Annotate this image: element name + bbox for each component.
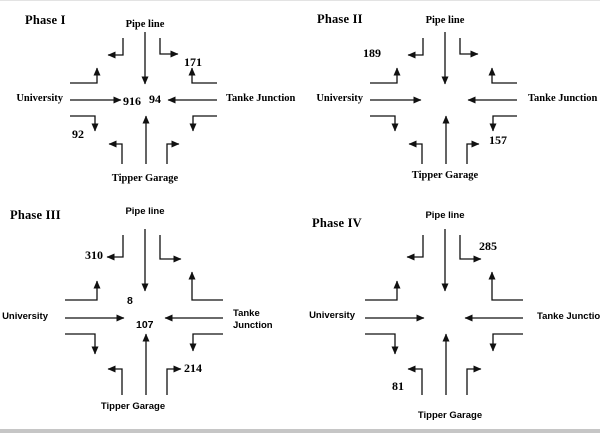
- count-tipper-turn-west: 81: [392, 379, 404, 393]
- road-label-university: University: [316, 93, 363, 104]
- count-university-turn-north: 189: [363, 46, 381, 60]
- count-tanke-turn-south: 157: [489, 133, 507, 147]
- south-turn-west-arrow: [107, 365, 123, 395]
- south-turn-west-arrow: [407, 365, 423, 395]
- phase-4-panel: Phase IV Pipe line University Tanke Junc…: [300, 201, 600, 433]
- count-university-through: 916: [123, 94, 141, 108]
- road-label-university: University: [2, 311, 48, 322]
- road-label-tipper-garage: Tipper Garage: [100, 401, 166, 412]
- west-turn-north-arrow: [70, 67, 101, 84]
- east-turn-north-arrow: [188, 271, 223, 301]
- north-turn-east-arrow: [459, 38, 479, 58]
- east-turn-south-arrow: [189, 115, 217, 132]
- road-label-university: University: [309, 310, 355, 321]
- road-label-tipper-garage: Tipper Garage: [417, 410, 483, 421]
- count-pipeline-turn-east: 285: [479, 239, 497, 253]
- east-turn-south-arrow: [489, 333, 523, 352]
- count-tipper-turn-east: 214: [184, 361, 202, 375]
- count-tipper-through: 107: [136, 319, 154, 331]
- east-turn-north-arrow: [188, 67, 217, 84]
- east-turn-north-arrow: [488, 271, 523, 301]
- page-edge-band: [0, 429, 600, 433]
- road-label-tanke-junction: Tanke Junction: [226, 93, 296, 104]
- phase-2-panel: Phase II Pipe line University Tanke Junc…: [300, 1, 600, 201]
- west-turn-north-arrow: [370, 67, 401, 84]
- phase-1-title: Phase I: [25, 13, 66, 27]
- west-turn-south-arrow: [365, 333, 399, 355]
- north-turn-west-arrow: [107, 38, 124, 59]
- west-turn-north-arrow: [365, 280, 401, 301]
- road-label-tanke-junction: Tanke Junction: [233, 308, 273, 331]
- east-turn-north-arrow: [488, 67, 517, 84]
- south-turn-east-arrow: [166, 140, 180, 164]
- road-label-tipper-garage: Tipper Garage: [111, 173, 179, 184]
- road-label-tipper-garage: Tipper Garage: [411, 170, 479, 181]
- phase-4-intersection-arrows: [365, 229, 523, 395]
- phase-2-title: Phase II: [317, 12, 363, 26]
- east-turn-south-arrow: [489, 115, 517, 132]
- road-label-pipe-line: Pipe line: [125, 206, 165, 217]
- south-turn-west-arrow: [108, 140, 123, 164]
- west-turn-south-arrow: [370, 115, 399, 132]
- north-turn-east-arrow: [159, 235, 182, 263]
- west-turn-south-arrow: [65, 333, 99, 355]
- road-label-tanke-junction: Tanke Junction: [528, 93, 598, 104]
- road-label-pipe-line: Pipe line: [425, 210, 465, 221]
- north-turn-west-arrow: [106, 235, 124, 261]
- phase-2-intersection-arrows: [370, 32, 517, 164]
- south-turn-east-arrow: [466, 140, 480, 164]
- phase-3-panel: Phase III Pipe line University Tanke Jun…: [0, 201, 300, 433]
- count-pipeline-through: 8: [127, 295, 133, 307]
- north-turn-east-arrow: [159, 38, 179, 58]
- phase-3-intersection-arrows: [65, 229, 223, 395]
- phase-1-panel: Phase I Pipe line University Tanke Junct…: [0, 1, 300, 201]
- count-tanke-through: 94: [149, 92, 161, 106]
- east-turn-south-arrow: [189, 333, 223, 352]
- road-label-pipe-line: Pipe line: [425, 15, 465, 26]
- phase-3-title: Phase III: [10, 208, 61, 222]
- west-turn-north-arrow: [65, 280, 101, 301]
- south-turn-west-arrow: [408, 140, 423, 164]
- count-university-turn-south: 92: [72, 127, 84, 141]
- road-label-pipe-line: Pipe line: [125, 19, 165, 30]
- count-tanke-turn-north: 171: [184, 55, 202, 69]
- road-label-university: University: [16, 93, 63, 104]
- north-turn-west-arrow: [407, 38, 424, 59]
- count-pipeline-turn-west: 310: [85, 248, 103, 262]
- south-turn-east-arrow: [466, 365, 482, 395]
- north-turn-west-arrow: [406, 235, 424, 261]
- west-turn-south-arrow: [70, 115, 99, 132]
- road-label-tanke-junction: Tanke Junction: [537, 311, 600, 322]
- north-turn-east-arrow: [459, 235, 482, 263]
- phase-4-title: Phase IV: [312, 216, 362, 230]
- south-turn-east-arrow: [166, 365, 182, 395]
- phase-1-intersection-arrows: [70, 32, 217, 164]
